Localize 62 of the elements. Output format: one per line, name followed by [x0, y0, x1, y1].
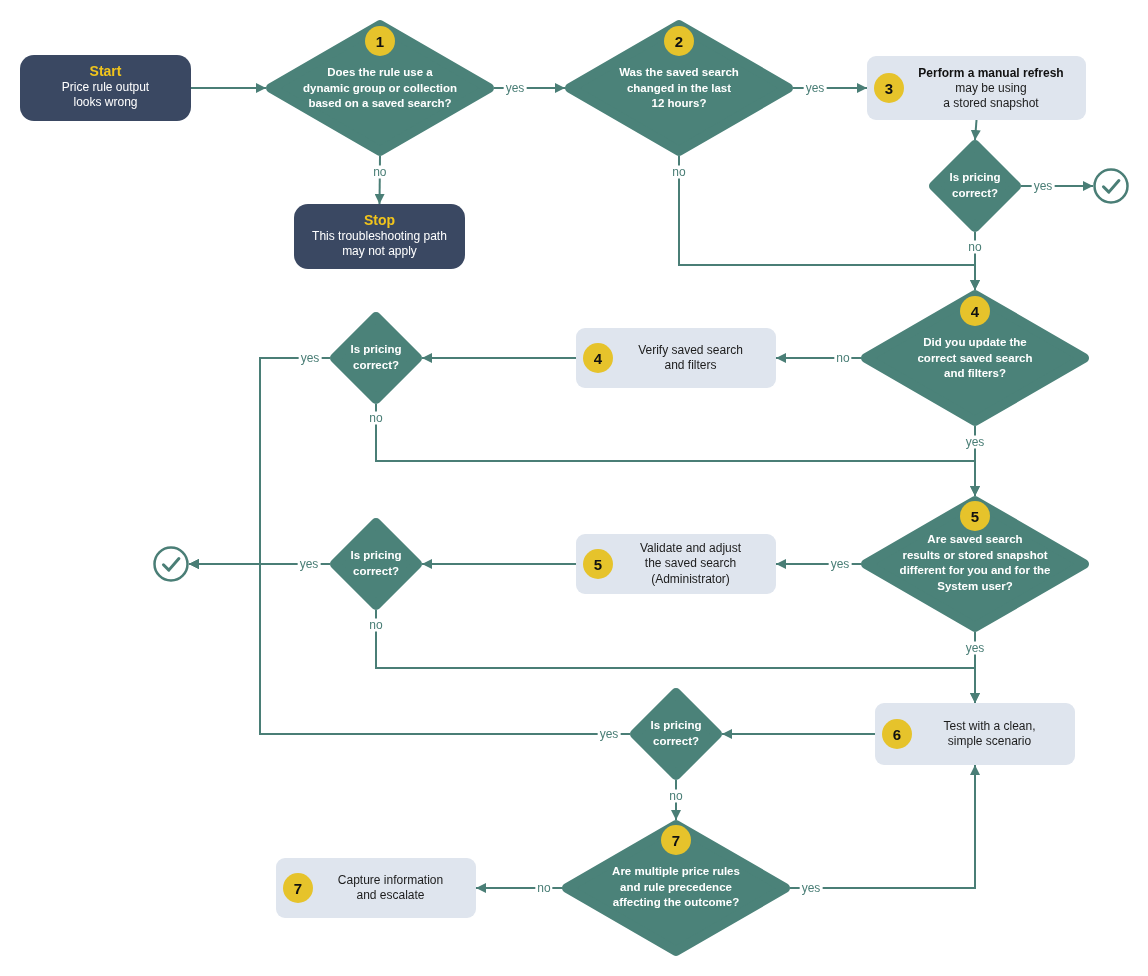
edge-label: no: [667, 789, 685, 803]
step-number: 5: [583, 549, 613, 579]
flow-arrow: [188, 559, 631, 735]
step-title: Perform a manual refresh: [918, 64, 1064, 81]
question-text: Did you update the correct saved search and filters?: [917, 335, 1033, 381]
terminator-box: [20, 55, 191, 121]
question-text: Was the saved search changed in the last 12 hours?: [619, 65, 739, 111]
step-number: 7: [283, 873, 313, 903]
decision-diamond: [266, 20, 494, 156]
check-circle-icon: [153, 546, 189, 582]
step-text: Test with a clean, simple scenario: [943, 718, 1036, 750]
flow-arrow: [421, 353, 577, 363]
flow-arrow: [970, 119, 981, 141]
flow-arrow: [789, 764, 980, 889]
question-text: Are saved search results or stored snapshot different for you and for the System user?: [899, 532, 1051, 594]
flow-arrow: [190, 83, 267, 93]
terminator-text: Price rule output looks wrong: [61, 80, 150, 110]
question-text: Is pricing correct?: [949, 170, 1001, 201]
edge-label: no: [367, 618, 385, 632]
step-number: 4: [583, 343, 613, 373]
decision-diamond: [330, 518, 422, 610]
question-text: Is pricing correct?: [350, 548, 402, 579]
decision-diamond: [861, 496, 1089, 632]
check-circle-icon: [1093, 168, 1129, 204]
flow-arrow: [775, 353, 862, 363]
step-number: 6: [882, 719, 912, 749]
edge-label: no: [670, 165, 688, 179]
edge-label: no: [367, 411, 385, 425]
terminator-box: [294, 204, 465, 269]
step-text: Capture information and escalate: [337, 872, 444, 904]
step-text: Validate and adjust the saved search (Administrator): [639, 540, 742, 588]
process-box: [576, 328, 776, 388]
flow-arrow: [475, 883, 563, 893]
edge-label: no: [371, 165, 389, 179]
process-box: [867, 56, 1086, 120]
decision-diamond: [861, 290, 1089, 426]
terminator-title: Stop: [363, 211, 396, 229]
flow-arrow: [421, 559, 577, 569]
decision-diamond: [330, 312, 422, 404]
flow-arrow: [970, 231, 980, 291]
question-text: Is pricing correct?: [650, 718, 702, 749]
process-box: [276, 858, 476, 918]
process-box: [576, 534, 776, 594]
decision-diamond: [562, 820, 790, 956]
step-text: Verify saved search and filters: [638, 342, 743, 374]
process-box: [875, 703, 1075, 765]
decision-diamond: [565, 20, 793, 156]
edge-label: no: [966, 240, 984, 254]
question-text: Is pricing correct?: [350, 342, 402, 373]
decision-diamond: [929, 140, 1021, 232]
question-text: Does the rule use a dynamic group or collection based on a saved search?: [303, 65, 457, 111]
edge-label: yes: [963, 435, 987, 449]
step-text: may be using a stored snapshot: [943, 80, 1039, 112]
question-text: Are multiple price rules and rule precedence affecting the outcome?: [612, 864, 740, 910]
edge-label: yes: [963, 641, 987, 655]
flow-arrow: [970, 631, 980, 704]
terminator-text: This troubleshooting path may not apply: [312, 228, 447, 259]
terminator-title: Start: [89, 63, 122, 80]
flow-arrow: [970, 425, 980, 497]
decision-diamond: [630, 688, 722, 780]
flow-arrow: [721, 729, 876, 739]
step-number: 3: [874, 73, 904, 103]
